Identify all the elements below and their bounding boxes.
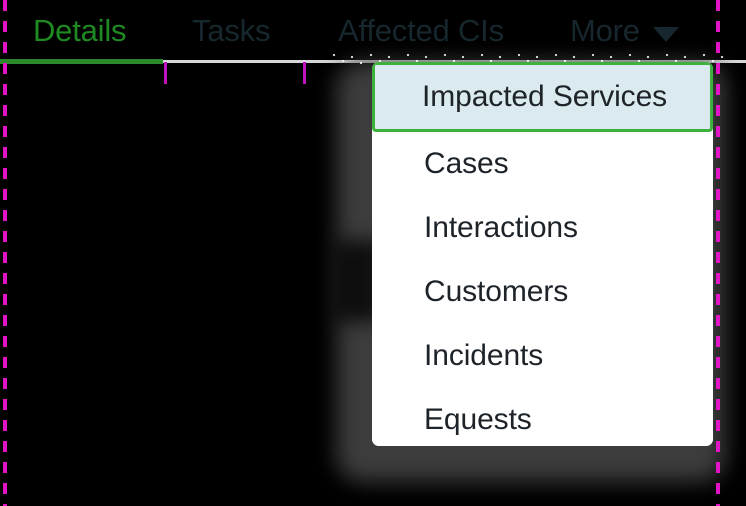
right-boundary-guide — [716, 0, 720, 506]
menu-item-customers[interactable]: Customers — [372, 260, 713, 324]
tab-more[interactable]: More — [570, 0, 679, 62]
dropdown-speckle-artifact — [330, 52, 730, 65]
menu-item-equests[interactable]: Equests — [372, 388, 713, 446]
tab-active-indicator — [0, 59, 163, 64]
menu-item-label: Incidents — [424, 339, 544, 372]
tab-divider-tick-1 — [164, 62, 167, 84]
tab-divider-tick-2 — [303, 62, 306, 84]
menu-item-incidents[interactable]: Incidents — [372, 324, 713, 388]
menu-item-interactions[interactable]: Interactions — [372, 196, 713, 260]
menu-item-label: Customers — [424, 275, 569, 308]
tab-details-label: Details — [33, 13, 127, 48]
tab-details[interactable]: Details — [33, 0, 127, 62]
chevron-down-icon — [652, 26, 679, 42]
tab-bar: Details Tasks Affected CIs More — [0, 0, 746, 64]
menu-item-cases[interactable]: Cases — [372, 132, 713, 196]
tab-tasks-label: Tasks — [192, 13, 271, 48]
left-boundary-guide — [3, 0, 7, 506]
tab-affected-cis[interactable]: Affected CIs — [338, 0, 504, 62]
more-dropdown-menu[interactable]: Impacted Services Cases Interactions Cus… — [372, 62, 713, 446]
tab-affected-cis-label: Affected CIs — [338, 13, 504, 48]
menu-item-impacted-services[interactable]: Impacted Services — [372, 62, 713, 132]
menu-item-label: Impacted Services — [422, 80, 668, 113]
tab-tasks[interactable]: Tasks — [192, 0, 270, 62]
menu-item-label: Equests — [424, 403, 532, 436]
tab-more-label: More — [570, 13, 640, 48]
menu-item-label: Cases — [424, 147, 509, 180]
menu-item-label: Interactions — [424, 211, 578, 244]
